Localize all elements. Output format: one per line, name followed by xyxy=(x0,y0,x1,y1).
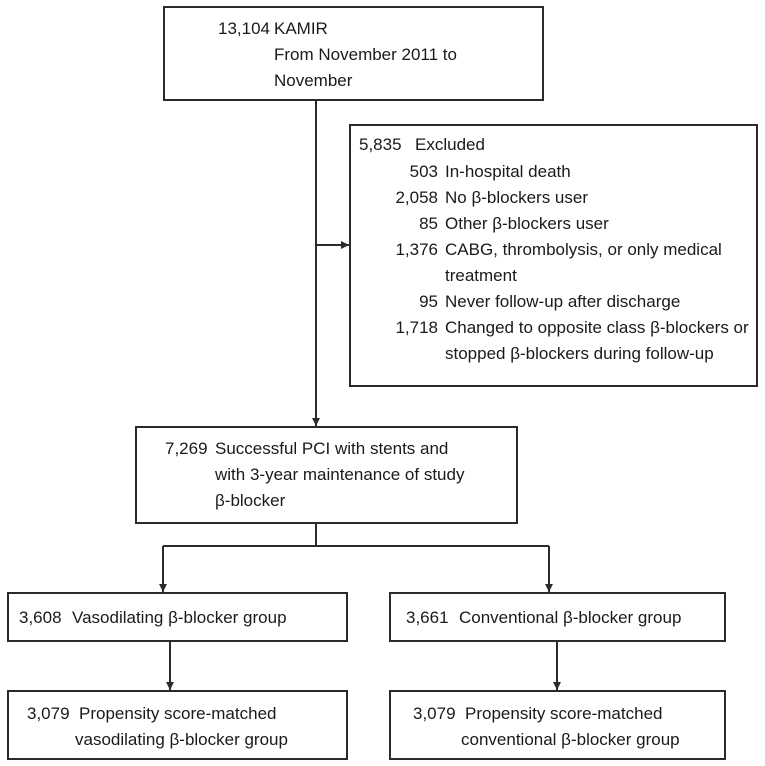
vasodilating-matched-line2: vasodilating β-blocker group xyxy=(75,730,288,749)
conventional-group-label: Conventional β-blocker group xyxy=(459,608,682,627)
conventional-matched-box: 3,079 Propensity score-matched conventio… xyxy=(389,690,726,760)
excluded-item-text: No β-blockers user xyxy=(445,188,588,207)
excluded-item-text: Changed to opposite class β-blockers or xyxy=(445,318,749,337)
excluded-box: 5,835 Excluded 503 In-hospital death 2,0… xyxy=(349,124,758,387)
excluded-item-count: 1,718 xyxy=(395,318,438,337)
excluded-item-count: 503 xyxy=(409,162,438,181)
study-population-line2: with 3-year maintenance of study xyxy=(215,465,465,484)
enrollment-count: 13,104 xyxy=(218,19,270,38)
vasodilating-group-box: 3,608 Vasodilating β-blocker group xyxy=(7,592,348,642)
conventional-matched-count: 3,079 xyxy=(413,704,456,723)
excluded-item-text: Never follow-up after discharge xyxy=(445,292,681,311)
enrollment-period: From November 2011 to xyxy=(274,45,457,64)
conventional-group-count: 3,661 xyxy=(406,608,449,627)
excluded-item-text-cont: stopped β-blockers during follow-up xyxy=(445,344,714,363)
conventional-matched-line2: conventional β-blocker group xyxy=(461,730,680,749)
excluded-item-text: Other β-blockers user xyxy=(445,214,609,233)
study-population-line3: β-blocker xyxy=(215,491,286,510)
enrollment-period-end: November xyxy=(274,71,353,90)
excluded-count: 5,835 xyxy=(359,135,402,154)
vasodilating-matched-count: 3,079 xyxy=(27,704,70,723)
vasodilating-group-count: 3,608 xyxy=(19,608,62,627)
enrollment-title: KAMIR xyxy=(274,19,328,38)
conventional-group-box: 3,661 Conventional β-blocker group xyxy=(389,592,726,642)
study-population-count: 7,269 xyxy=(165,439,208,458)
excluded-item-count: 85 xyxy=(419,214,438,233)
excluded-label: Excluded xyxy=(415,135,485,154)
study-population-line1: Successful PCI with stents and xyxy=(215,439,449,458)
excluded-item-text-cont: treatment xyxy=(445,266,517,285)
vasodilating-group-label: Vasodilating β-blocker group xyxy=(72,608,287,627)
excluded-item-count: 95 xyxy=(419,292,438,311)
study-population-box: 7,269 Successful PCI with stents and wit… xyxy=(135,426,518,524)
excluded-item-text: CABG, thrombolysis, or only medical xyxy=(445,240,722,259)
vasodilating-matched-box: 3,079 Propensity score-matched vasodilat… xyxy=(7,690,348,760)
enrollment-box: 13,104 KAMIR From November 2011 to Novem… xyxy=(163,6,544,101)
excluded-item-count: 1,376 xyxy=(395,240,438,259)
conventional-matched-line1: Propensity score-matched xyxy=(465,704,663,723)
vasodilating-matched-line1: Propensity score-matched xyxy=(79,704,277,723)
excluded-item-count: 2,058 xyxy=(395,188,438,207)
excluded-item-text: In-hospital death xyxy=(445,162,571,181)
